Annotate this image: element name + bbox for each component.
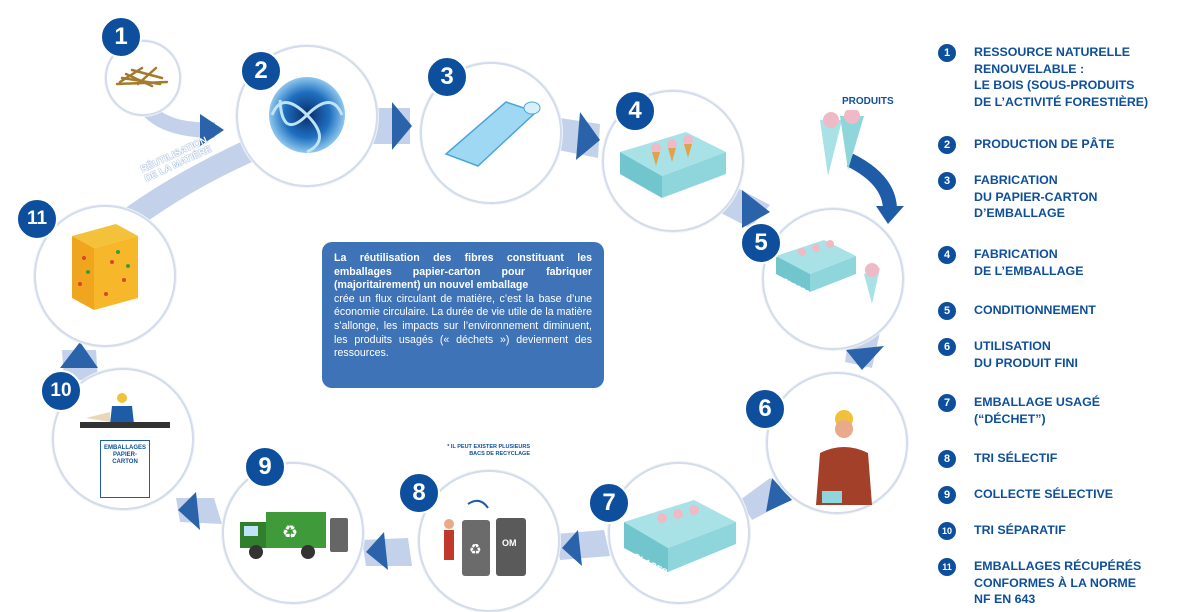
- used-box-icon: GLACES: [624, 500, 736, 577]
- bale-icon: [72, 224, 138, 310]
- consumer-icon: [816, 410, 872, 505]
- step-6-badge: 6: [744, 388, 786, 430]
- legend-num-8: 8: [938, 450, 956, 468]
- arrow-7-8: [562, 530, 582, 566]
- arrow-3-4: [576, 112, 600, 160]
- legend-num-11: 11: [938, 558, 956, 576]
- legend-num-3: 3: [938, 172, 956, 190]
- arrow-5-6: [846, 346, 884, 370]
- box10-label: EMBALLAGES PAPIER- CARTON: [104, 445, 146, 465]
- flow-band-11-2: [120, 140, 252, 228]
- legend-text-5: CONDITIONNEMENT: [974, 303, 1096, 317]
- arrow-1-2: [200, 114, 224, 146]
- ice-cream-box-icon: GLACES: [620, 132, 726, 200]
- step-8-badge: 8: [398, 472, 440, 514]
- legend-num-2: 2: [938, 136, 956, 154]
- center-normal-text: crée un flux circulant de matière, c’est…: [334, 292, 592, 360]
- arrow-4-5: [742, 190, 770, 228]
- arrow-9-10: [178, 492, 200, 530]
- step-2-badge: 2: [240, 50, 282, 92]
- pulp-swirl-icon: [269, 77, 345, 154]
- legend-num-6: 6: [938, 338, 956, 356]
- cones-icon: [820, 110, 864, 176]
- legend-num-10: 10: [938, 522, 956, 540]
- paper-roll-icon: [444, 101, 541, 167]
- legend-text-3: FABRICATION DU PAPIER-CARTON D’EMBALLAGE: [974, 173, 1098, 220]
- arrow-8-9: [366, 532, 388, 570]
- step-1-badge: 1: [100, 16, 142, 58]
- sorting-worker-icon: [80, 393, 170, 428]
- packing-icon: GLACES: [776, 240, 880, 304]
- recycling-bins-icon: OM ♻: [444, 499, 526, 576]
- box10: EMBALLAGES PAPIER- CARTON: [100, 440, 150, 498]
- legend-text-8: TRI SÉLECTIF: [974, 451, 1058, 465]
- legend-text-11: EMBALLAGES RÉCUPÉRÉS CONFORMES À LA NORM…: [974, 559, 1142, 606]
- note-label: * IL PEUT EXISTER PLUSIEURS BACS DE RECY…: [447, 444, 530, 457]
- legend-text-7: EMBALLAGE USAGÉ (“DÉCHET”): [974, 395, 1100, 426]
- om-label: OM: [502, 538, 517, 548]
- legend-text-4: FABRICATION DE L’EMBALLAGE: [974, 247, 1084, 278]
- step-3-badge: 3: [426, 56, 468, 98]
- legend-num-7: 7: [938, 394, 956, 412]
- arrow-10-11: [60, 342, 98, 368]
- truck-recycle-symbol: ♻: [282, 522, 298, 543]
- step-7-badge: 7: [588, 482, 630, 524]
- legend-text-10: TRI SÉPARATIF: [974, 523, 1066, 537]
- legend-num-5: 5: [938, 302, 956, 320]
- center-description: La réutilisation des fibres constituant …: [322, 242, 604, 388]
- legend-num-1: 1: [938, 44, 956, 62]
- wood-chips-icon: [115, 66, 169, 88]
- flow-band-7-8: [556, 530, 610, 560]
- legend-text-6: UTILISATION DU PRODUIT FINI: [974, 339, 1078, 370]
- legend-num-9: 9: [938, 486, 956, 504]
- step-5-badge: 5: [740, 222, 782, 264]
- produits-label: PRODUITS: [842, 96, 894, 107]
- arrow-2-3: [392, 102, 412, 150]
- legend-text-1: RESSOURCE NATURELLE RENOUVELABLE : LE BO…: [974, 45, 1149, 109]
- garbage-truck-icon: ♻: [240, 512, 348, 559]
- legend-text-9: COLLECTE SÉLECTIVE: [974, 487, 1114, 501]
- step-11-badge: 11: [16, 198, 58, 240]
- legend-text-2: PRODUCTION DE PÂTE: [974, 137, 1115, 151]
- center-bold-text: La réutilisation des fibres constituant …: [334, 252, 592, 292]
- produits-arrow: [846, 153, 897, 211]
- arrow-6-7: [766, 478, 792, 512]
- step-10-badge: 10: [40, 370, 82, 412]
- legend-num-4: 4: [938, 246, 956, 264]
- step-9-badge: 9: [244, 446, 286, 488]
- bin-recycle-symbol: ♻: [469, 542, 482, 558]
- step-4-badge: 4: [614, 90, 656, 132]
- produits-arrowhead: [876, 206, 904, 224]
